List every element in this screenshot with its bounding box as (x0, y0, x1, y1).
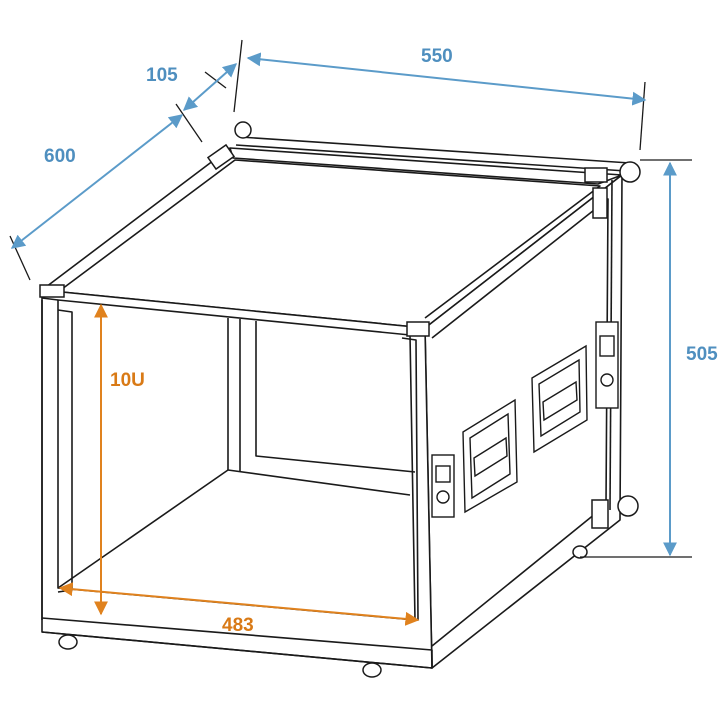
butterfly-latch-icon (595, 321, 619, 409)
corner-bracket (584, 167, 608, 183)
foot (572, 545, 588, 559)
butterfly-latch-icon (431, 454, 455, 518)
dim-height-label: 505 (686, 344, 718, 365)
recessed-handle-icon (531, 344, 588, 454)
ball-corner-icon (619, 161, 641, 183)
dim-depth-label: 600 (44, 146, 76, 167)
dimension-lines-orange (58, 303, 420, 626)
dim-inner-width-line (58, 582, 420, 626)
corner-bracket (592, 187, 608, 219)
ball-corner-icon (617, 495, 639, 517)
dim-width-line (246, 52, 647, 106)
corner-bracket (206, 143, 236, 171)
dim-inner-width-label: 483 (222, 615, 254, 636)
foot (362, 662, 382, 678)
dim-offset-line (182, 63, 238, 111)
ball-corner-icon (234, 121, 252, 139)
corner-bracket (39, 284, 65, 298)
dim-rack-units-label: 10U (110, 370, 145, 391)
dim-width-label: 550 (421, 46, 453, 67)
foot (58, 634, 78, 650)
corner-bracket (406, 321, 430, 337)
corner-bracket (591, 499, 609, 529)
dim-offset-label: 105 (146, 65, 178, 86)
corners (39, 121, 641, 678)
dimension-lines-blue (10, 52, 677, 557)
dim-depth-line (10, 114, 184, 249)
recessed-handle-icon (462, 398, 518, 514)
